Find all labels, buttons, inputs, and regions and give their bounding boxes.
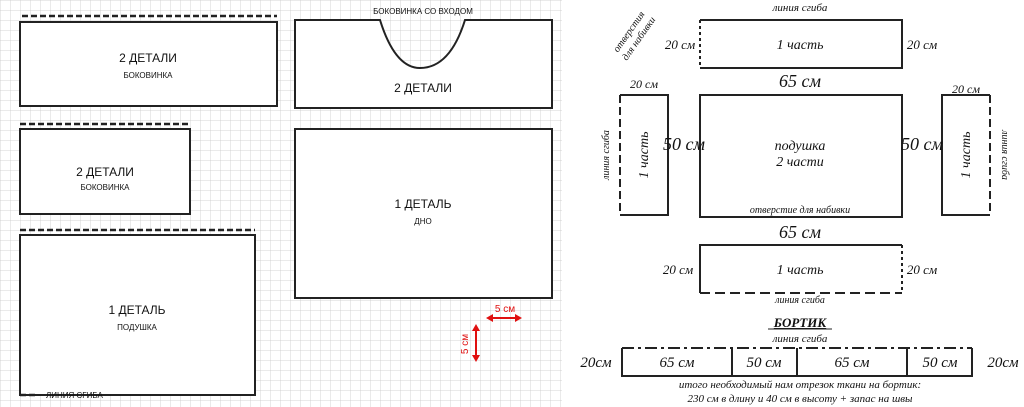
right-50: 50 см — [901, 134, 943, 154]
note-line-2: 230 см в длину и 40 см в высоту + запас … — [687, 393, 913, 405]
legend-label: ЛИНИЯ СГИБА — [46, 391, 103, 400]
border-height-right: 20см — [987, 355, 1019, 371]
left-piece-20: 20 см — [630, 77, 658, 91]
fold-lines — [20, 14, 277, 397]
pillow-name: ПОДУШКА — [117, 323, 157, 332]
side-small-name: БОКОВИНКА — [80, 183, 130, 192]
bottom-65: 65 см — [779, 222, 821, 242]
border-segment: 50 см — [923, 355, 958, 371]
fold-line-left: линия сгиба — [601, 130, 612, 181]
border-segment: 65 см — [660, 355, 695, 371]
side-entry-count: 2 ДЕТАЛИ — [394, 81, 452, 95]
scale-vertical-label: 5 см — [460, 334, 471, 354]
side-top-count: 2 ДЕТАЛИ — [119, 51, 177, 65]
right-pattern — [619, 19, 991, 377]
bottom-part: 1 часть — [777, 263, 824, 278]
bottom-left-20: 20 см — [663, 262, 693, 277]
left-50: 50 см — [663, 134, 705, 154]
pillow-name: подушка — [775, 139, 826, 154]
stuffing-hole-label: отверстие для набивки — [750, 205, 850, 216]
right-piece-20: 20 см — [952, 82, 980, 96]
side-entry-title: БОКОВИНКА СО ВХОДОМ — [373, 7, 473, 16]
left-part: 1 часть — [637, 132, 652, 179]
bottom-right-20: 20 см — [907, 262, 937, 277]
side-small-count: 2 ДЕТАЛИ — [76, 165, 134, 179]
bottom-count: 1 ДЕТАЛЬ — [394, 197, 451, 211]
bottom-piece — [294, 128, 553, 299]
top-65: 65 см — [779, 71, 821, 91]
fold-line-border: линия сгиба — [772, 333, 828, 345]
scale-horizontal-label: 5 см — [495, 304, 515, 315]
border-segment: 65 см — [835, 355, 870, 371]
pillow-piece — [19, 234, 256, 396]
fold-line-right: линия сгиба — [999, 129, 1010, 180]
scale-arrows — [472, 314, 522, 362]
right-part: 1 часть — [959, 132, 974, 179]
pillow-count: 2 части — [776, 155, 824, 170]
fold-line-top: линия сгиба — [772, 2, 828, 14]
side-top-name: БОКОВИНКА — [123, 71, 173, 80]
border-height-left: 20см — [580, 355, 612, 371]
left-grid-pattern: 2 ДЕТАЛИ БОКОВИНКА БОКОВИНКА СО ВХОДОМ 2… — [0, 0, 562, 407]
side-entry-piece — [294, 19, 553, 109]
top-part: 1 часть — [777, 38, 824, 53]
pillow-count: 1 ДЕТАЛЬ — [108, 303, 165, 317]
side-small-piece — [19, 128, 191, 215]
fold-line-bottom: линия сгиба — [774, 295, 825, 306]
top-left-20: 20 см — [665, 37, 695, 52]
right-labels: линия сгиба отверстия для набивки 20 см … — [580, 2, 1019, 405]
border-segment: 50 см — [747, 355, 782, 371]
bottom-name: ДНО — [414, 217, 431, 226]
side-top-piece — [19, 21, 278, 107]
border-title: БОРТИК — [773, 315, 828, 330]
note-line-1: итого необходимый нам отрезок ткани на б… — [679, 379, 921, 391]
top-right-20: 20 см — [907, 37, 937, 52]
